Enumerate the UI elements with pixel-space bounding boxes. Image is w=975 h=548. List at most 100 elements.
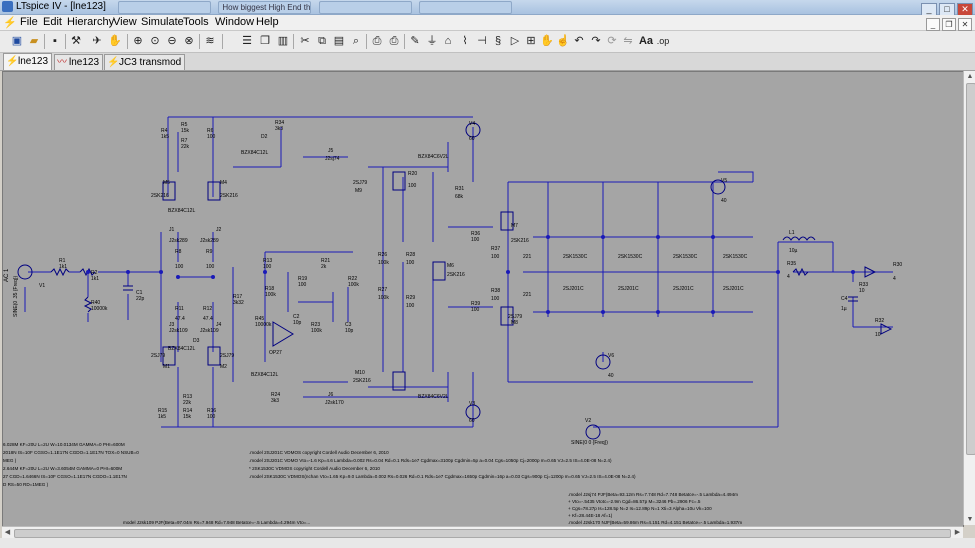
redo-icon[interactable]: ↷	[591, 35, 601, 47]
mdi-restore-button[interactable]: ❐	[942, 18, 956, 31]
text-icon[interactable]: Aa	[638, 35, 654, 47]
r17-value: 3k32	[233, 300, 244, 306]
cut-icon[interactable]: ✂	[300, 35, 310, 47]
print-preview-icon[interactable]: ⎙	[372, 35, 382, 47]
r8-value: 100	[175, 264, 184, 270]
resistor-icon[interactable]: ⌇	[462, 35, 468, 47]
r23-label: R23	[311, 322, 320, 328]
taskbar-tab[interactable]	[318, 1, 412, 14]
v1-label: V1	[39, 283, 45, 289]
pan-icon[interactable]: ✋	[108, 35, 122, 47]
toolbar-separator	[44, 34, 45, 49]
drag-icon[interactable]: ☝	[556, 35, 570, 47]
menu-tools[interactable]: Tools	[183, 16, 209, 28]
zoom-fit-icon[interactable]: ⊙	[150, 35, 160, 47]
horizontal-scrollbar[interactable]: ◀ ▶	[2, 526, 963, 538]
mtop-model: 2SK1530C	[723, 254, 748, 260]
vertical-scroll-thumb[interactable]	[966, 83, 975, 455]
model-line: .model J2sj74 PJF(Beta=93.12m Rs=7.748 R…	[568, 492, 738, 497]
r27-value: 100k	[378, 295, 389, 301]
taskbar-tab[interactable]	[118, 1, 211, 14]
maximize-button[interactable]: □	[939, 3, 955, 16]
capacitor-icon[interactable]: ⊣	[477, 35, 487, 47]
r17-label: R17	[233, 294, 242, 300]
r24-value: 3k3	[271, 398, 279, 404]
mirror-icon[interactable]: ⇋	[623, 35, 633, 47]
zoom-out-icon[interactable]: ⊖	[167, 35, 177, 47]
menu-view[interactable]: View	[113, 16, 137, 28]
move-icon[interactable]: ✋	[540, 35, 554, 47]
directive-line: .model 2SJ201C VDMO Vto=-1.6 Kp=4.6 Lamb…	[249, 458, 612, 463]
open-file-icon[interactable]: ▰	[29, 35, 39, 47]
scroll-left-arrow-icon[interactable]: ◀	[4, 529, 11, 536]
model-line: .model J2sk170 NJF(Beta=59.86m Rs=4.151 …	[568, 520, 742, 525]
vertical-scrollbar[interactable]: ▲ ▼	[963, 71, 975, 525]
r14-value: 15k	[183, 414, 192, 420]
r1-value: 1k1	[59, 264, 67, 270]
v4-label: V4	[469, 121, 475, 127]
m1-model: 2SJ79	[151, 353, 165, 359]
taskbar-tab[interactable]	[419, 1, 513, 14]
menu-help[interactable]: Help	[256, 16, 279, 28]
d2-model: BZX84C12L	[241, 150, 268, 156]
directive-line: .model 2SJ201C VDMOS copyright Cordell A…	[249, 450, 389, 455]
r26-value: 100k	[378, 260, 389, 266]
scroll-down-arrow-icon[interactable]: ▼	[966, 516, 974, 523]
copy-icon[interactable]: ⧉	[318, 35, 326, 47]
mdi-close-button[interactable]: ✕	[958, 18, 972, 31]
tab-lne123-schematic[interactable]: ⚡lne123	[3, 53, 53, 70]
r30-value: 4	[893, 276, 896, 282]
tile-vertical-icon[interactable]: ▥	[277, 35, 289, 47]
draw-wire-icon[interactable]: ✎	[410, 35, 420, 47]
print-icon[interactable]: ⎙	[389, 35, 399, 47]
scroll-right-arrow-icon[interactable]: ▶	[954, 529, 961, 536]
toolbar-separator	[65, 34, 66, 49]
m4-label: M4	[220, 180, 227, 186]
zoom-area-icon[interactable]: ⊗	[184, 35, 194, 47]
menu-file[interactable]: File	[20, 16, 38, 28]
save-icon[interactable]: ▪	[53, 35, 57, 47]
menu-hierarchy[interactable]: Hierarchy	[67, 16, 115, 28]
model-line: MEG )	[3, 458, 17, 463]
run-icon[interactable]: ✈	[92, 35, 102, 47]
menu-edit[interactable]: Edit	[43, 16, 62, 28]
schematic-components	[17, 122, 893, 440]
r40-label: R40	[91, 300, 100, 306]
tab-lne123-waveform[interactable]: 〰lne123	[54, 54, 104, 70]
label-net-icon[interactable]: ⌂	[444, 35, 452, 47]
ground-icon[interactable]: ⏚	[426, 35, 438, 47]
find-icon[interactable]: ⌕	[352, 35, 360, 47]
waveform-icon[interactable]: ≋	[205, 35, 215, 47]
r35-value: 4	[787, 274, 790, 280]
control-panel-icon[interactable]: ⚒	[71, 35, 81, 47]
diode-icon[interactable]: ▷	[510, 35, 520, 47]
tile-horizontal-icon[interactable]: ☰	[242, 35, 252, 47]
menu-window[interactable]: Window	[215, 16, 255, 28]
undo-icon[interactable]: ↶	[574, 35, 584, 47]
mdi-minimize-button[interactable]: _	[926, 18, 940, 31]
spice-directive-icon[interactable]: .op	[656, 36, 670, 46]
horizontal-scroll-thumb[interactable]	[14, 529, 951, 538]
doc-icon[interactable]: ⚡	[3, 17, 17, 29]
r27-label: R27	[378, 287, 387, 293]
zoom-in-icon[interactable]: ⊕	[133, 35, 143, 47]
rotate-icon[interactable]: ⟳	[607, 35, 617, 47]
menu-simulate[interactable]: Simulate	[141, 16, 184, 28]
taskbar-tab[interactable]: How biggest High End thin...	[218, 1, 312, 14]
c1-value: 22p	[136, 296, 145, 302]
toolbar-separator	[199, 34, 200, 49]
schematic-canvas[interactable]: V1 AC 1 SINE(0 .35 {Freq}) R1 1k1 R2 1k1…	[2, 71, 964, 527]
r30-label: R30	[893, 262, 902, 268]
open-schematic-icon[interactable]: ▣	[11, 35, 23, 47]
cascade-icon[interactable]: ❐	[260, 35, 270, 47]
toolbar-separator	[293, 34, 294, 49]
tab-label: lne123	[18, 56, 49, 67]
scroll-up-arrow-icon[interactable]: ▲	[966, 73, 974, 80]
component-icon[interactable]: ⊞	[526, 35, 536, 47]
d4-model: BZX84C12L	[251, 372, 278, 378]
paste-icon[interactable]: ▤	[333, 35, 345, 47]
d2-label: D2	[261, 134, 268, 140]
model-line: 6.028M KF=20U L=2U W=10.0134M GAMMA=0 PH…	[3, 442, 125, 447]
inductor-icon[interactable]: §	[494, 35, 502, 47]
tab-jc3-transmod[interactable]: ⚡JC3 transmod	[104, 54, 186, 70]
